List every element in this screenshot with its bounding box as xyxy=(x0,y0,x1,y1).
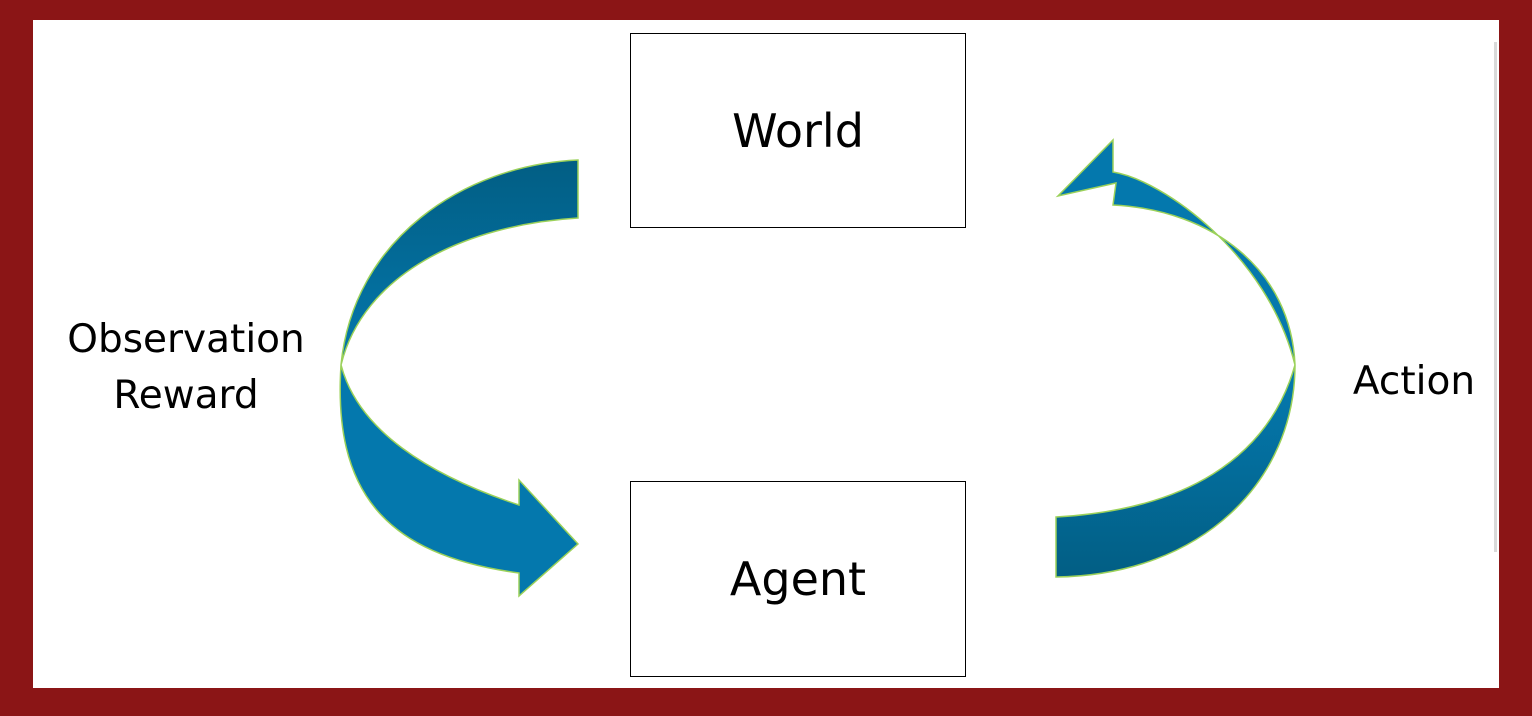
observation-text: Observation xyxy=(67,317,305,362)
world-box: World xyxy=(630,33,966,228)
arrows-layer xyxy=(339,138,1296,598)
agent-box: Agent xyxy=(630,481,966,677)
world-label: World xyxy=(732,103,864,158)
diagram-canvas: World Agent Observation Reward Action xyxy=(33,20,1499,688)
action-arrow xyxy=(1055,138,1296,578)
reward-text: Reward xyxy=(113,373,259,418)
agent-label: Agent xyxy=(729,552,867,606)
action-label: Action xyxy=(1352,359,1476,404)
scrollbar[interactable] xyxy=(1494,42,1497,552)
observation-reward-arrow xyxy=(339,159,580,598)
observation-reward-label: Observation Reward xyxy=(33,312,339,424)
